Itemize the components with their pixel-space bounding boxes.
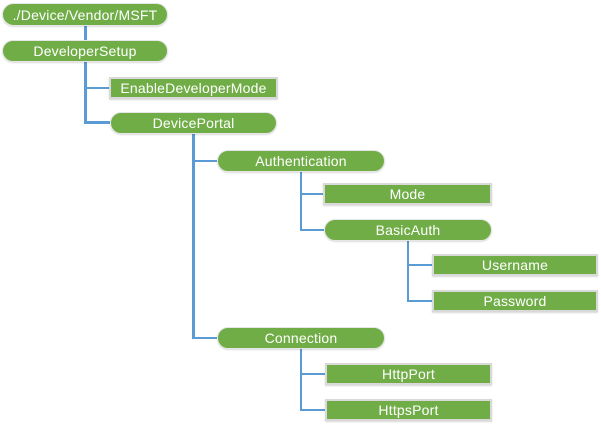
connector-connection-dropline [299, 348, 303, 411]
node-basicauth: BasicAuth [324, 219, 492, 241]
connector-developersetup-dropline [84, 62, 87, 124]
connector-branch-deviceportal [84, 121, 110, 124]
node-username: Username [432, 254, 598, 276]
connector-branch-httpport [299, 372, 326, 376]
connector-branch-connection [192, 336, 217, 340]
connector-root-developersetup [84, 26, 87, 40]
connector-branch-httpsport [299, 408, 326, 412]
node-device-vendor-msft: ./Device/Vendor/MSFT [2, 3, 168, 26]
connector-branch-mode [299, 192, 324, 196]
connector-branch-password [406, 299, 433, 303]
node-connection: Connection [217, 327, 385, 349]
node-password: Password [432, 290, 598, 312]
connector-authentication-dropline [299, 172, 303, 231]
connector-basicauth-dropline [406, 240, 410, 302]
connector-branch-basicauth [299, 228, 325, 232]
node-httpsport: HttpsPort [325, 399, 492, 421]
connector-deviceportal-dropline [192, 133, 195, 339]
connector-branch-authentication [192, 159, 217, 163]
connector-branch-username [406, 263, 433, 267]
node-mode: Mode [323, 183, 492, 205]
node-httpport: HttpPort [325, 363, 492, 385]
node-deviceportal: DevicePortal [110, 112, 277, 134]
node-authentication: Authentication [217, 150, 385, 172]
node-enabledevelopermode: EnableDeveloperMode [109, 77, 278, 99]
node-developersetup: DeveloperSetup [2, 40, 168, 62]
connector-branch-enabledevelopermode [84, 86, 109, 90]
